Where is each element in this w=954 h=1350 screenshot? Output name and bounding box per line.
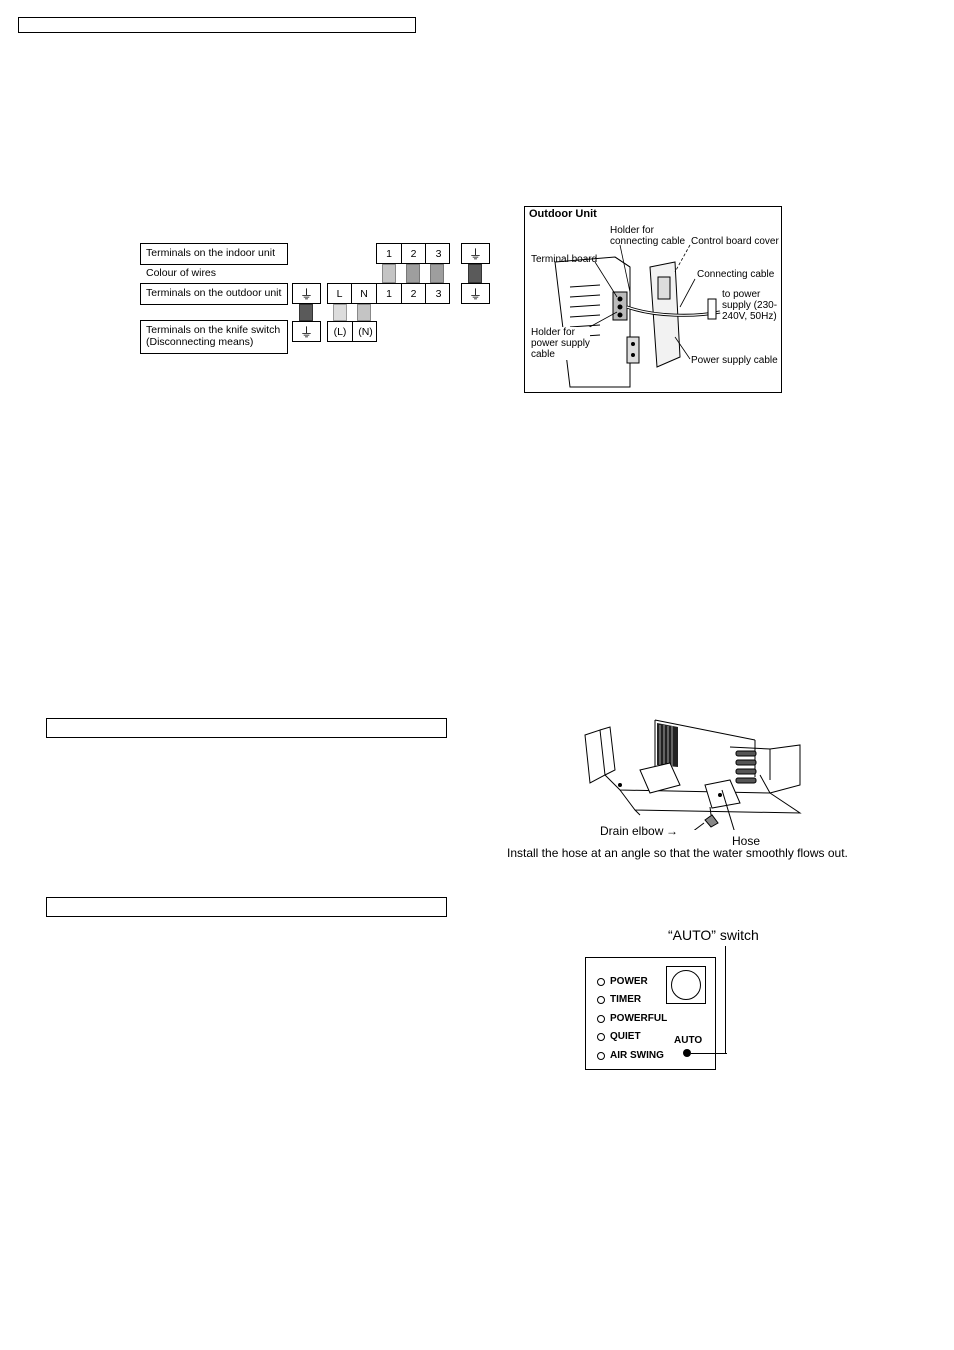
knife-earth-terminal: ⏚ xyxy=(292,321,321,342)
indoor-terminal-1: 1 xyxy=(377,244,402,263)
knife-terminal-block: (L) (N) xyxy=(327,321,377,342)
indicator-timer: TIMER xyxy=(597,994,641,1005)
holder-power-supply-label: Holder for power supply cable xyxy=(531,327,590,360)
wire-terminal-1 xyxy=(382,264,396,283)
outdoor-terminal-3: 3 xyxy=(435,287,442,300)
power-supply-cable-label: Power supply cable xyxy=(691,355,778,366)
wire-earth-indoor xyxy=(468,264,482,283)
outdoor-terminal-block: L N 1 2 3 xyxy=(327,283,450,304)
outdoor-unit-figure: Outdoor Unit Holder for connecting cable… xyxy=(524,206,782,393)
drain-elbow-arrow-icon: → xyxy=(666,824,678,838)
indicator-quiet: QUIET xyxy=(597,1031,641,1042)
holder-power-line3: cable xyxy=(531,349,555,360)
indicator-air-swing-label: AIR SWING xyxy=(610,1050,664,1061)
indicator-quiet-label: QUIET xyxy=(610,1031,641,1042)
holder-connecting-line1: Holder for xyxy=(610,225,654,236)
wire-terminal-3 xyxy=(430,264,444,283)
wire-neutral-knife xyxy=(357,304,371,321)
auto-switch-title: “AUTO” switch xyxy=(668,927,759,943)
outdoor-terminal-2: 2 xyxy=(402,284,426,303)
to-power-line2: supply (230- xyxy=(722,300,778,311)
earth-icon: ⏚ xyxy=(299,325,313,340)
outdoor-terminal-L: L xyxy=(328,284,352,303)
indoor-terminals-label-text: Terminals on the indoor unit xyxy=(146,247,275,259)
section-heading-box-2 xyxy=(46,897,447,917)
wire-earth-knife xyxy=(299,304,313,321)
outdoor-terminal-N: N xyxy=(352,284,377,303)
to-power-line3: 240V, 50Hz) xyxy=(722,311,777,322)
indicator-power-label: POWER xyxy=(610,976,648,987)
indoor-terminals-label: Terminals on the indoor unit xyxy=(140,243,288,265)
holder-power-line1: Holder for xyxy=(531,327,575,338)
indicator-timer-label: TIMER xyxy=(610,994,642,1005)
receiver-lens-icon xyxy=(671,970,701,1000)
auto-switch-button[interactable] xyxy=(683,1049,691,1057)
earth-icon: ⏚ xyxy=(299,287,313,302)
wire-colour-label-text: Colour of wires xyxy=(146,267,217,279)
outdoor-unit-title: Outdoor Unit xyxy=(529,208,597,220)
auto-label: AUTO xyxy=(674,1035,703,1046)
power-led-icon xyxy=(597,977,605,986)
knife-terminal-N: (N) xyxy=(358,325,373,338)
outdoor-terminals-label: Terminals on the outdoor unit xyxy=(140,283,288,305)
wire-terminal-2 xyxy=(406,264,420,283)
indicator-powerful-label: POWERFUL xyxy=(610,1013,668,1024)
connecting-cable-label: Connecting cable xyxy=(697,269,775,280)
indicator-powerful: POWERFUL xyxy=(597,1013,667,1024)
wiring-diagram: Terminals on the indoor unit Colour of w… xyxy=(0,0,500,360)
indicator-power: POWER xyxy=(597,976,648,987)
outdoor-earth-terminal-left: ⏚ xyxy=(292,283,321,304)
to-power-line1: to power xyxy=(722,289,761,300)
hose-label: Hose xyxy=(732,834,761,848)
holder-connecting-cable-label: Holder for connecting cable xyxy=(610,225,685,247)
timer-led-icon xyxy=(597,995,605,1004)
earth-icon: ⏚ xyxy=(468,247,482,262)
auto-switch-leader-line xyxy=(725,946,726,1053)
control-board-cover-label: Control board cover xyxy=(691,236,779,247)
to-power-supply-label: to power supply (230- 240V, 50Hz) xyxy=(722,289,777,322)
outdoor-earth-terminal-right: ⏚ xyxy=(461,283,490,304)
wire-colour-label: Colour of wires xyxy=(146,267,216,279)
outdoor-terminal-1: 1 xyxy=(377,284,402,303)
holder-power-line2: power supply xyxy=(531,338,590,349)
auto-switch-leader-horizontal xyxy=(691,1053,727,1054)
section-heading-box-1 xyxy=(46,718,447,738)
indoor-terminal-3: 3 xyxy=(435,247,442,260)
outdoor-terminals-label-text: Terminals on the outdoor unit xyxy=(146,287,282,299)
powerful-led-icon xyxy=(597,1014,605,1023)
drain-elbow-figure: Drain elbow → Hose Install the hose at a… xyxy=(500,715,900,865)
indicator-panel: POWER TIMER POWERFUL QUIET AIR SWING AUT… xyxy=(585,957,727,1070)
indoor-terminal-2: 2 xyxy=(402,244,426,263)
receiver-window xyxy=(666,966,706,1004)
page-header-box xyxy=(18,17,416,33)
indoor-terminal-block: 1 2 3 xyxy=(376,243,450,264)
wire-live-knife xyxy=(333,304,347,321)
air-swing-led-icon xyxy=(597,1051,605,1060)
knife-switch-label-line1: Terminals on the knife switch xyxy=(146,324,281,336)
terminal-board-label: Terminal board xyxy=(531,254,598,265)
quiet-led-icon xyxy=(597,1032,605,1041)
indicator-air-swing: AIR SWING xyxy=(597,1050,664,1061)
earth-icon: ⏚ xyxy=(468,287,482,302)
knife-switch-label-line2: (Disconnecting means) xyxy=(146,336,254,348)
knife-terminal-L: (L) xyxy=(328,322,353,341)
indoor-earth-terminal: ⏚ xyxy=(461,243,490,264)
holder-connecting-line2: connecting cable xyxy=(610,236,686,247)
drain-elbow-label: Drain elbow xyxy=(600,824,664,838)
drain-illustration xyxy=(584,719,802,830)
drain-caption: Install the hose at an angle so that the… xyxy=(507,846,848,860)
knife-switch-label: Terminals on the knife switch (Disconnec… xyxy=(140,320,288,354)
